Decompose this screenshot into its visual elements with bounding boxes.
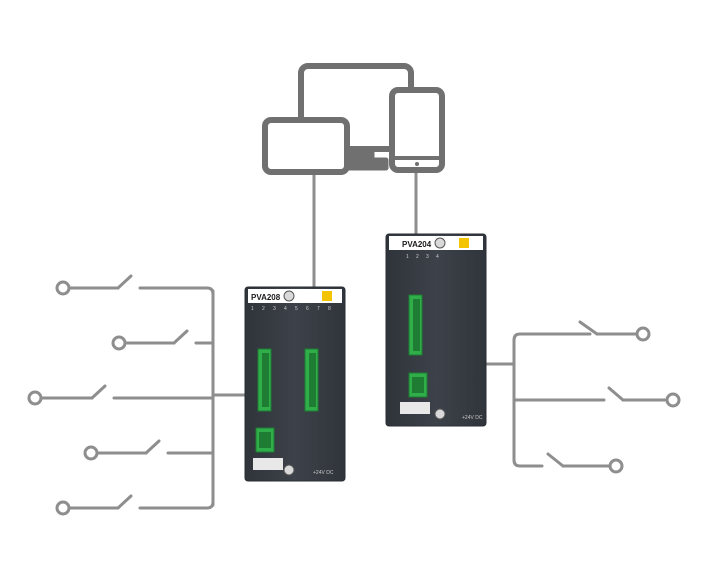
switch-icon bbox=[125, 329, 215, 345]
power-connector bbox=[255, 427, 275, 453]
channel-label: 8 bbox=[328, 306, 331, 312]
switch-icon bbox=[512, 386, 667, 402]
channel-label: 5 bbox=[295, 306, 298, 312]
channel-label: 1 bbox=[406, 254, 409, 260]
certification-label bbox=[400, 402, 430, 414]
switch-icon bbox=[68, 274, 215, 296]
mount-screw-icon bbox=[283, 290, 295, 302]
module-title: PVA208 bbox=[251, 293, 281, 302]
left-switch-network bbox=[40, 274, 247, 510]
certification-label bbox=[253, 458, 283, 470]
laptop-icon bbox=[262, 117, 350, 175]
channel-label: 3 bbox=[273, 306, 276, 312]
terminal-circle bbox=[608, 458, 624, 474]
devices bbox=[262, 63, 445, 175]
left-switch-terminals bbox=[27, 280, 127, 516]
channel-label: 4 bbox=[284, 306, 287, 312]
terminal-circle bbox=[83, 445, 99, 461]
terminal-circle bbox=[55, 280, 71, 296]
channel-labels: 1 2 3 4 5 6 7 8 bbox=[251, 306, 331, 312]
mount-screw-icon bbox=[434, 237, 446, 249]
channel-labels: 1 2 3 4 bbox=[406, 254, 439, 260]
module-pva208: PVA208 1 2 3 4 5 6 7 8 +24V DC bbox=[244, 286, 346, 482]
channel-label: 2 bbox=[416, 254, 419, 260]
channel-label: 4 bbox=[436, 254, 439, 260]
terminal-circle bbox=[111, 335, 127, 351]
terminal-circle bbox=[27, 390, 43, 406]
channel-label: 7 bbox=[317, 306, 320, 312]
switch-icon bbox=[96, 439, 215, 455]
right-switch-network bbox=[484, 320, 667, 468]
terminal-block-connector bbox=[257, 348, 272, 412]
switch-icon bbox=[518, 320, 638, 336]
channel-label: 6 bbox=[306, 306, 309, 312]
switch-icon bbox=[40, 384, 215, 400]
module-title: PVA204 bbox=[402, 240, 432, 249]
channel-label: 3 bbox=[426, 254, 429, 260]
voltage-label: +24V DC bbox=[462, 415, 483, 421]
channel-label: 2 bbox=[262, 306, 265, 312]
terminal-circle bbox=[55, 500, 71, 516]
power-connector bbox=[408, 372, 428, 398]
switch-icon bbox=[518, 452, 611, 468]
terminal-circle bbox=[665, 392, 681, 408]
terminal-circle bbox=[635, 326, 651, 342]
channel-label: 1 bbox=[251, 306, 254, 312]
mount-screw-icon bbox=[283, 464, 295, 476]
terminal-block-connector bbox=[408, 294, 423, 356]
switch-icon bbox=[69, 494, 215, 510]
voltage-label: +24V DC bbox=[313, 470, 334, 476]
mount-screw-icon bbox=[434, 408, 446, 420]
tablet-icon bbox=[389, 87, 445, 173]
right-switch-terminals bbox=[608, 326, 681, 474]
module-pva204: PVA204 1 2 3 4 +24V DC bbox=[385, 233, 487, 427]
terminal-block-connector bbox=[304, 348, 319, 412]
